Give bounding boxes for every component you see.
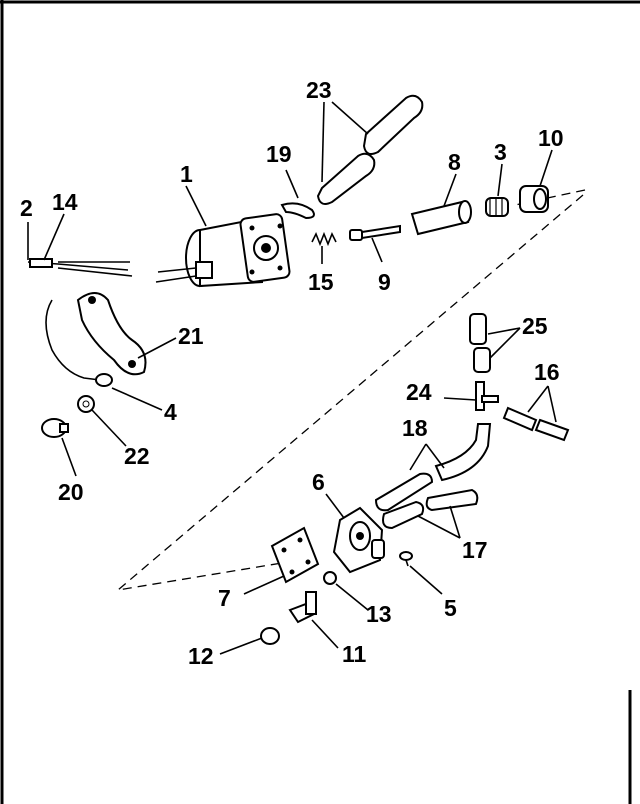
- lead-wires: [27, 258, 133, 277]
- o-ring: [323, 571, 337, 585]
- fuel-pump-motor: [155, 213, 291, 288]
- callout-25: 25: [522, 313, 548, 339]
- ground-wire: [45, 299, 113, 387]
- leader-lines: [27, 101, 557, 655]
- callout-17: 17: [462, 537, 488, 563]
- callout-3: 3: [494, 139, 507, 165]
- callout-6: 6: [312, 469, 325, 495]
- callout-1: 1: [180, 161, 193, 187]
- callout-9: 9: [378, 269, 391, 295]
- callout-18: 18: [402, 415, 428, 441]
- fuel-hose-upper: [316, 94, 424, 205]
- callout-5: 5: [444, 595, 457, 621]
- callout-labels: 1 2 14 23 19 8 3 10 15 9 21 4 22 20 25 1…: [20, 77, 564, 669]
- callout-8: 8: [448, 149, 461, 175]
- callout-14: 14: [52, 189, 78, 215]
- callout-23: 23: [306, 77, 332, 103]
- elbow-fitting: [288, 591, 317, 624]
- callout-10: 10: [538, 125, 564, 151]
- callout-20: 20: [58, 479, 84, 505]
- screw: [41, 418, 69, 438]
- callout-24: 24: [406, 379, 432, 405]
- hose-17: [382, 488, 479, 530]
- cap: [260, 627, 280, 645]
- assembly-guide-lines: [115, 189, 586, 592]
- mounting-bracket: [76, 292, 147, 376]
- callout-4: 4: [164, 399, 177, 425]
- callout-2: 2: [20, 195, 33, 221]
- callout-12: 12: [188, 643, 214, 669]
- filter-tube: [410, 200, 472, 236]
- lock-washer: [77, 395, 95, 413]
- tee-fitting: [475, 381, 499, 411]
- check-valve-rod: [349, 224, 401, 241]
- hose-18: [374, 423, 492, 512]
- small-screw: [399, 551, 413, 567]
- hose-clamp: [280, 202, 315, 220]
- callout-7: 7: [218, 585, 231, 611]
- callout-16: 16: [534, 359, 560, 385]
- cover-plate: [270, 526, 320, 584]
- callout-11: 11: [342, 641, 367, 667]
- spring: [311, 231, 337, 247]
- pump-body: [332, 506, 385, 574]
- callout-22: 22: [124, 443, 150, 469]
- hose-pieces-25: [469, 313, 491, 373]
- hose-pieces-16: [502, 406, 570, 442]
- spring-small: [485, 197, 509, 217]
- hex-nut: [519, 185, 549, 213]
- callout-15: 15: [308, 269, 334, 295]
- callout-13: 13: [366, 601, 392, 627]
- callout-19: 19: [266, 141, 292, 167]
- callout-21: 21: [178, 323, 204, 349]
